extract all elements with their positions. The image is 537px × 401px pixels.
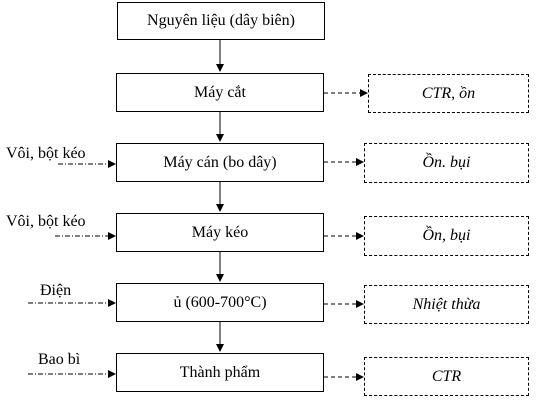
- output-box-anneal: Nhiệt thừa: [364, 285, 529, 324]
- input-label-roller: Vôi, bột kéo: [6, 145, 86, 162]
- cutter-box: Máy cắt: [116, 73, 324, 112]
- product-box: Thành phẩm: [116, 353, 324, 392]
- drawer-box: Máy kéo: [116, 213, 324, 252]
- output-box-drawer: Ồn, bụi: [364, 216, 529, 256]
- input-label-product: Bao bì: [38, 351, 81, 368]
- input-label-anneal: Điện: [40, 282, 72, 299]
- raw-material-box: Nguyên liệu (dây biên): [117, 2, 325, 40]
- output-box-cutter: CTR, ồn: [368, 74, 529, 113]
- input-label-drawer: Vôi, bột kéo: [6, 213, 86, 230]
- anneal-box: ủ (600-700°C): [116, 283, 324, 322]
- roller-box: Máy cán (bo dây): [116, 143, 324, 182]
- anneal-label: ủ (600-700°C): [173, 293, 267, 311]
- output-box-roller: Ồn. bụi: [364, 143, 529, 183]
- output-box-product: CTR: [364, 357, 529, 396]
